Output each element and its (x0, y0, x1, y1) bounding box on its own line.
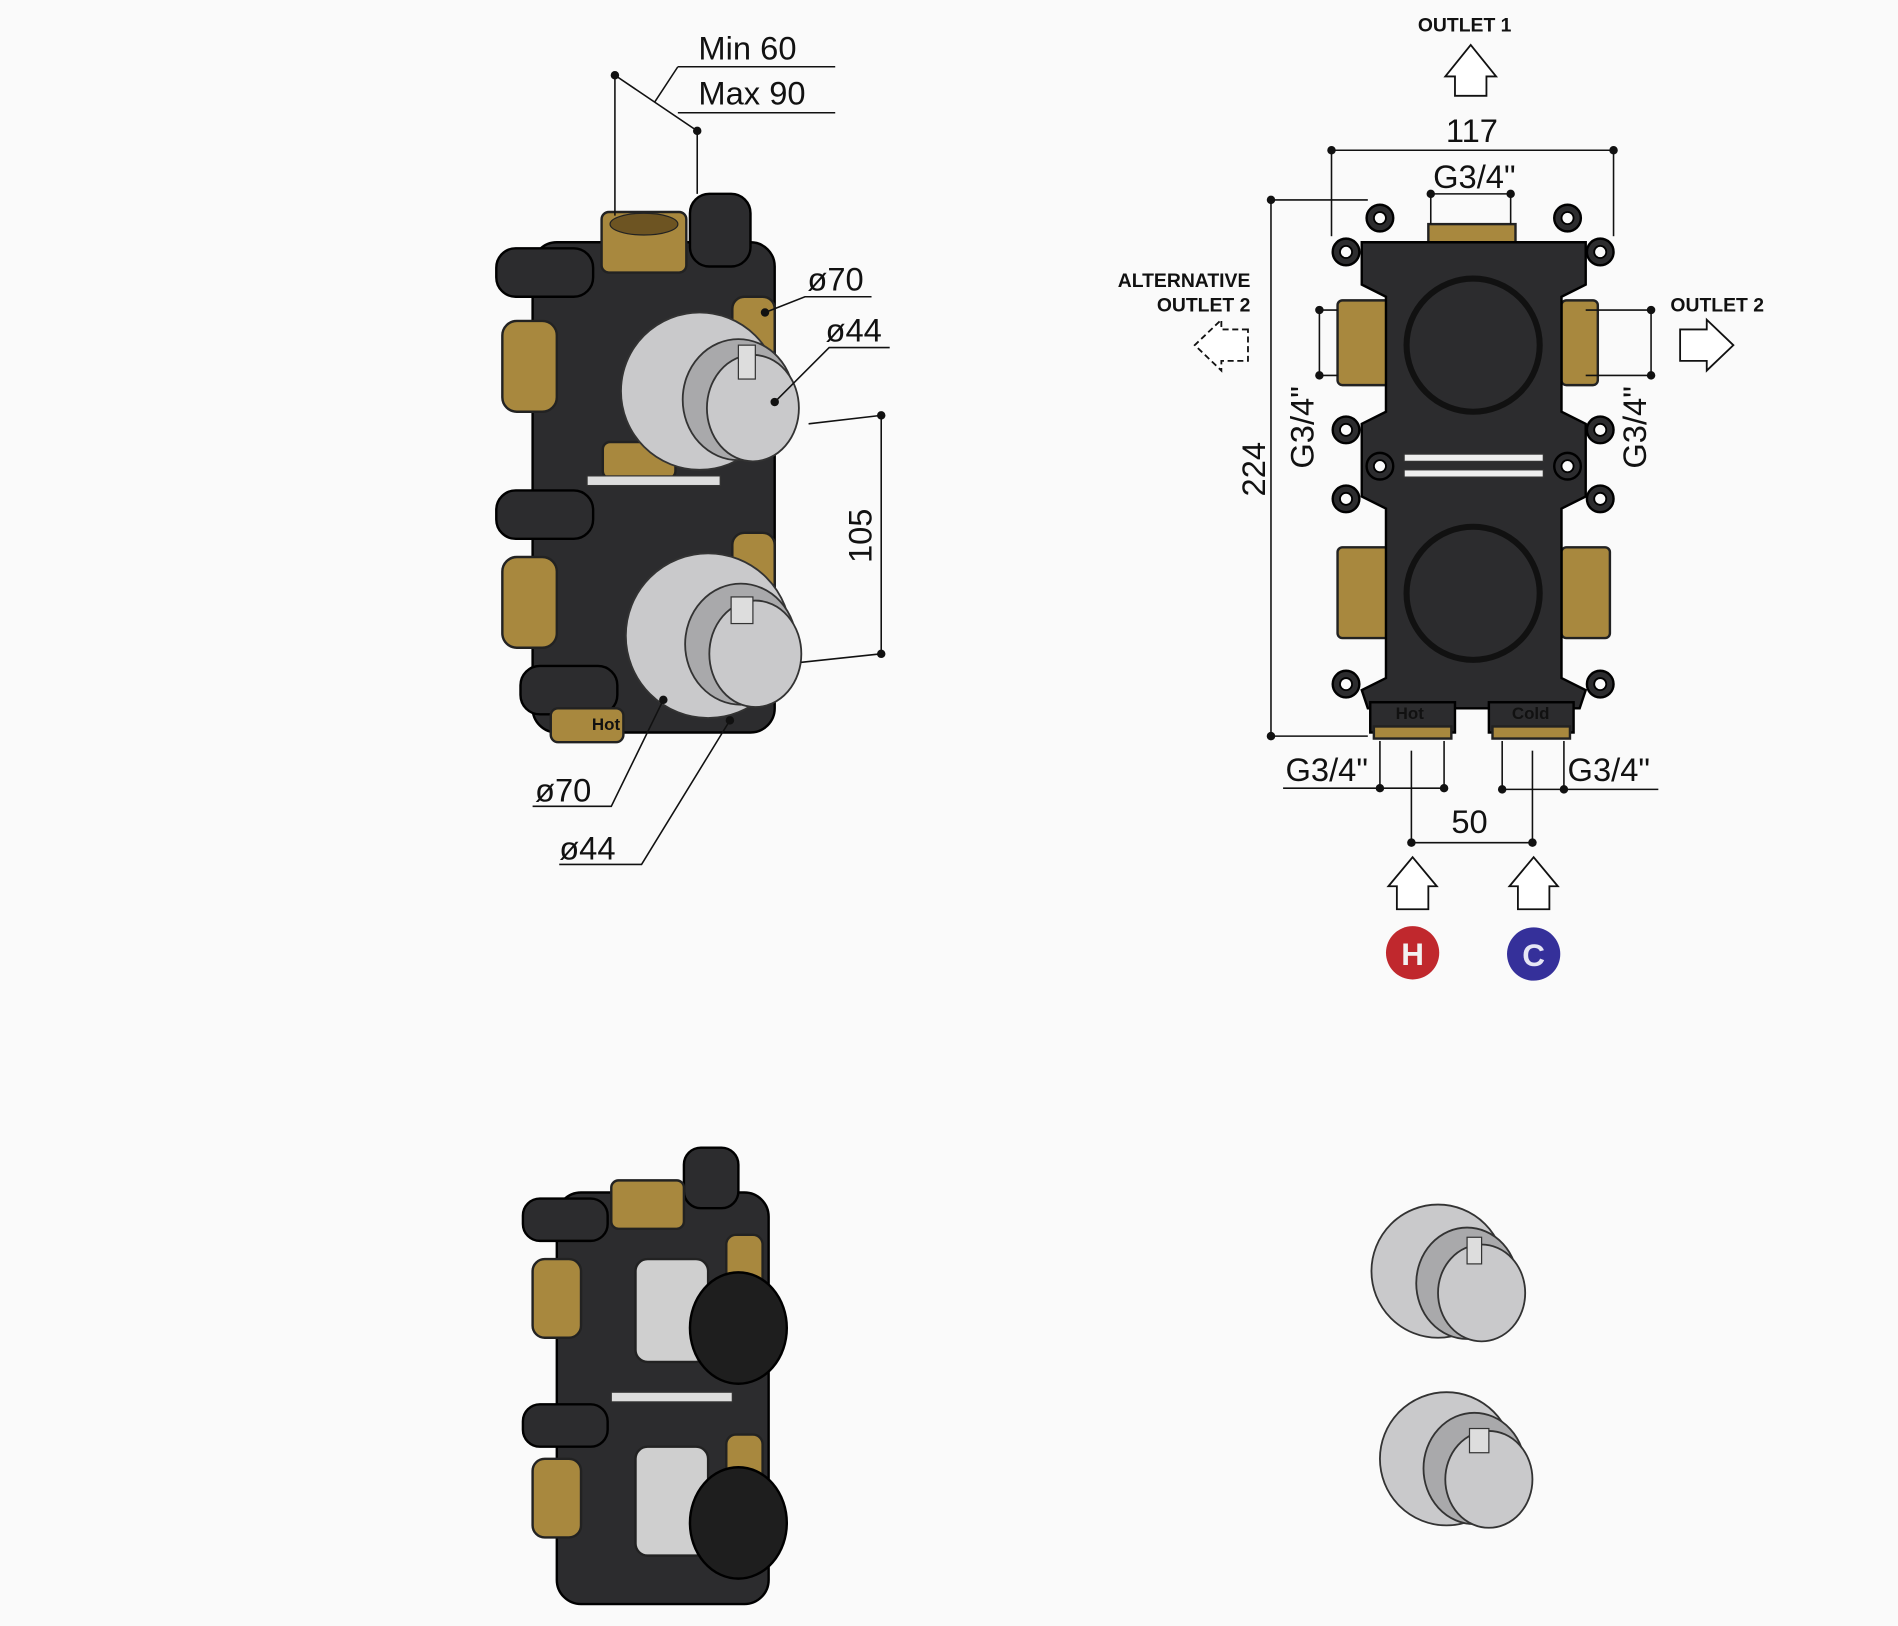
rear-dimensions: 117 G3/4" 224 G3/4" G3/4" G3/4" G (1235, 112, 1659, 847)
trim-handles (1370, 1203, 1534, 1529)
diverter-handle (1370, 1203, 1527, 1343)
handle-spacing: 105 (842, 509, 879, 564)
hot-marking-front: Hot (592, 715, 621, 734)
hot-inlet-arrow (1386, 855, 1439, 911)
hot-water-badge: H (1385, 926, 1440, 980)
alt-outlet-label-line2: OUTLET 2 (1157, 294, 1251, 316)
outlet-1-label: OUTLET 1 (1418, 15, 1512, 37)
outlet-2-label: OUTLET 2 (1670, 294, 1764, 316)
front-view: Hot Min 60 Max 90 ø70 ø44 (495, 29, 890, 867)
right-thread-dimension: G3/4" (1616, 386, 1653, 468)
alt-outlet-2-arrow (1193, 317, 1249, 373)
cold-thread-dimension: G3/4" (1568, 751, 1650, 788)
lower-handle (624, 552, 803, 719)
depth-min-label: Min 60 (698, 29, 796, 66)
left-thread-dimension: G3/4" (1283, 386, 1320, 468)
rear-view: Hot Cold OUTLET 1 OUTLET 2 ALTERNATIVE O… (1118, 15, 1764, 981)
upper-plate-diameter: ø70 (807, 261, 863, 298)
outlet-2-arrow (1679, 317, 1735, 373)
upper-handle-diameter: ø44 (826, 312, 882, 349)
top-thread-dimension: G3/4" (1433, 158, 1515, 195)
cold-water-badge: C (1507, 927, 1561, 981)
front-dimensions: Min 60 Max 90 ø70 ø44 105 ø70 ø44 (532, 29, 890, 867)
lower-plate-diameter: ø70 (535, 772, 591, 809)
cold-badge-letter: C (1522, 938, 1545, 973)
valve-body-rear: Hot Cold (1331, 203, 1615, 740)
depth-max-label: Max 90 (698, 74, 805, 111)
hot-thread-dimension: G3/4" (1286, 751, 1368, 788)
hot-badge-letter: H (1401, 937, 1424, 972)
inlet-spacing-dimension: 50 (1451, 803, 1487, 840)
lower-cartridge (634, 1445, 789, 1580)
valve-body-with-cartridges (521, 1146, 789, 1606)
height-dimension: 224 (1235, 442, 1272, 497)
cold-label: Cold (1512, 704, 1550, 723)
alt-outlet-label-line1: ALTERNATIVE (1118, 270, 1251, 292)
width-dimension: 117 (1446, 112, 1498, 149)
lower-handle-diameter: ø44 (559, 830, 615, 867)
upper-cartridge (634, 1257, 789, 1385)
hot-label: Hot (1396, 704, 1425, 723)
upper-handle (620, 311, 800, 471)
outlet-1-arrow (1443, 43, 1499, 97)
thermostat-handle (1379, 1391, 1534, 1529)
cold-inlet-arrow (1507, 855, 1560, 911)
